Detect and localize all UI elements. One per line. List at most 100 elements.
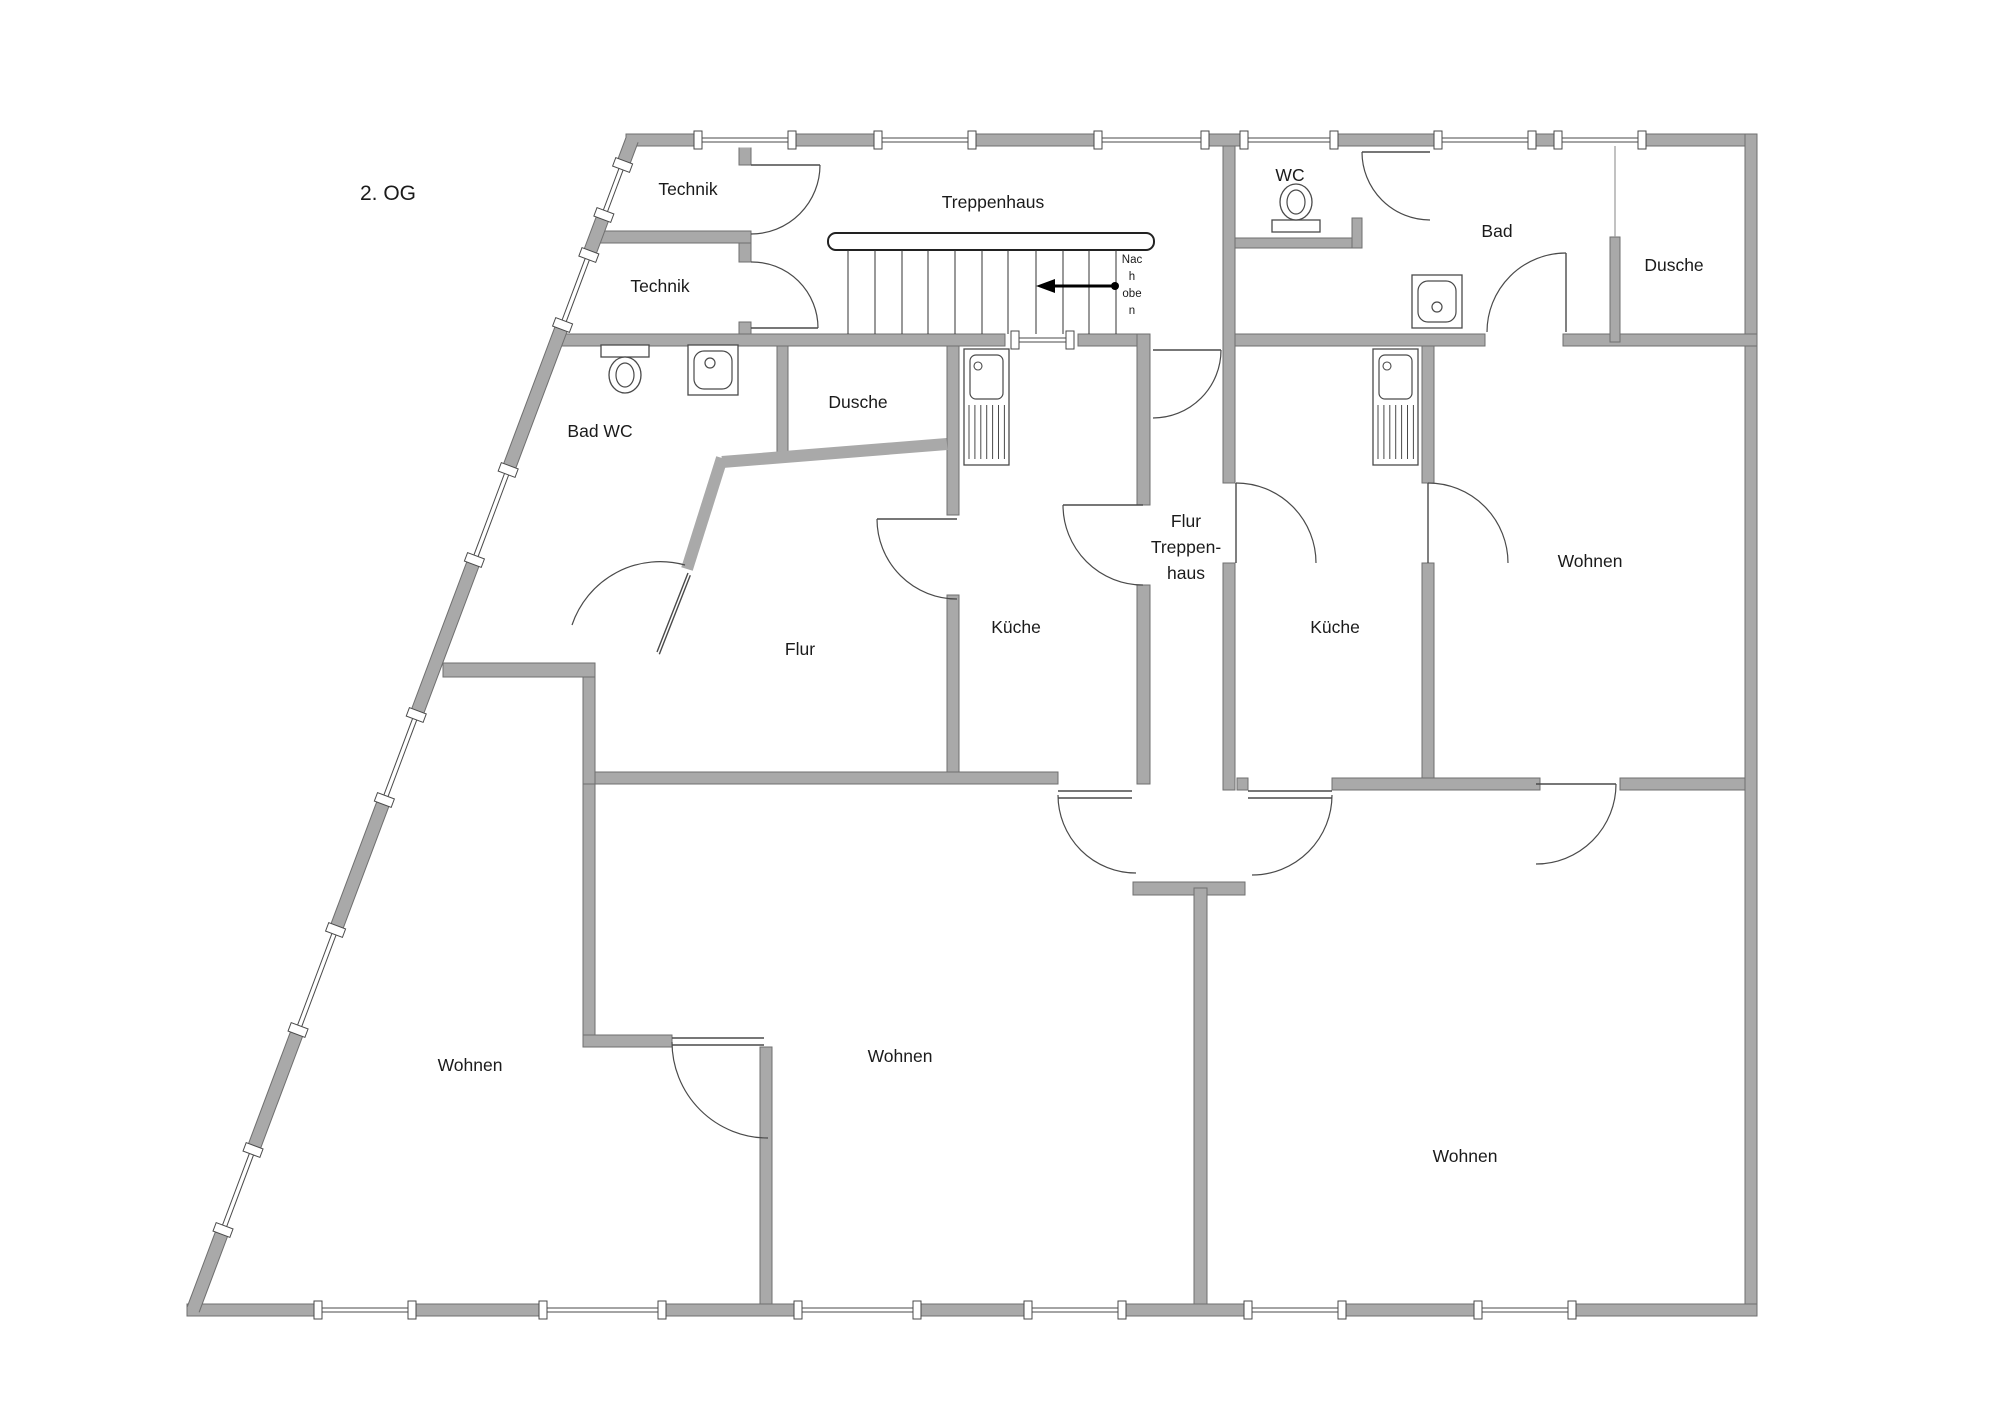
- stairs-direction-note: Nac h obe n: [1122, 254, 1143, 317]
- wall-segment: [592, 230, 752, 244]
- window-gap: [879, 132, 971, 148]
- room-label-wohnen-bottom-right: Wohnen: [1433, 1146, 1498, 1166]
- room-label-wohnen-bottom-middle: Wohnen: [868, 1046, 933, 1066]
- window-cap: [1553, 130, 1563, 150]
- window-cap: [1337, 1300, 1347, 1320]
- window-cap: [1065, 330, 1075, 350]
- window-glass-line: [295, 929, 334, 1030]
- door-swing-arc: [750, 164, 821, 235]
- window-cap: [405, 706, 427, 724]
- door-swing-arc: [1235, 482, 1317, 564]
- wall-segment: [1136, 333, 1151, 506]
- wall-segment: [681, 456, 728, 571]
- window-gap: [1029, 1302, 1121, 1318]
- window-cap: [1200, 130, 1210, 150]
- wall-segment: [1132, 881, 1246, 896]
- door-swing-arc: [571, 561, 686, 626]
- door-swing-arc: [1427, 482, 1509, 564]
- wall-segment: [659, 1303, 801, 1317]
- labels-layer: 2. OG Technik Technik Treppenhaus WC Bad…: [360, 165, 1704, 1166]
- wall-segment: [1222, 333, 1486, 347]
- window-gap: [319, 1302, 411, 1318]
- window-glass-line: [564, 255, 592, 326]
- window-gap: [596, 162, 631, 218]
- wall-segment: [1234, 237, 1361, 249]
- window-glass-line: [471, 469, 507, 560]
- wall-segment: [946, 345, 960, 516]
- room-label-treppenhaus: Treppenhaus: [942, 192, 1045, 212]
- window-cap: [1433, 130, 1443, 150]
- wall-segment: [1331, 133, 1441, 147]
- wall-segment: [1331, 777, 1541, 791]
- room-label-flur-treppenhaus-line2: Treppen-: [1151, 537, 1222, 557]
- room-label-kueche-right: Küche: [1310, 617, 1360, 637]
- kitchen-sink-icon-right: [1372, 348, 1419, 466]
- floor-label: 2. OG: [360, 182, 416, 205]
- wall-segment: [582, 1034, 673, 1048]
- window-cap: [1567, 1300, 1577, 1320]
- wall-segment: [721, 438, 948, 468]
- window-cap: [212, 1221, 234, 1239]
- door-swing-arc: [1062, 504, 1144, 586]
- door-leaf: [656, 572, 689, 653]
- wall-segment: [738, 145, 752, 166]
- door-swing-arc: [1057, 794, 1137, 874]
- wall-segment: [1744, 133, 1758, 1317]
- window-gap: [215, 1147, 261, 1233]
- room-label-technik-2: Technik: [630, 276, 690, 296]
- window-cap: [657, 1300, 667, 1320]
- wall-segment: [1562, 333, 1758, 347]
- window-cap: [1329, 130, 1339, 150]
- wall-segment: [594, 771, 1059, 785]
- window-glass-line: [381, 714, 415, 800]
- window-gap: [699, 132, 791, 148]
- window-cap: [1637, 130, 1647, 150]
- window-gap: [1249, 1302, 1341, 1318]
- windows-layer: [212, 130, 1647, 1320]
- window-cap: [407, 1300, 417, 1320]
- door-swing-arc: [1535, 783, 1617, 865]
- window-cap: [787, 130, 797, 150]
- window-cap: [912, 1300, 922, 1320]
- wall-segment: [1119, 1303, 1251, 1317]
- room-label-bad-wc: Bad WC: [567, 421, 632, 441]
- stairs-note-line4: n: [1129, 305, 1135, 317]
- wall-segment: [759, 1046, 773, 1305]
- window-cap: [1010, 330, 1020, 350]
- toilet-icon-bad-wc: [600, 344, 650, 394]
- stairs: [827, 232, 1155, 334]
- window-cap: [497, 461, 519, 479]
- wall-segment: [555, 333, 1006, 347]
- sink-icon-bad: [1411, 274, 1463, 329]
- door-swing-arc: [750, 261, 819, 329]
- window-cap: [313, 1300, 323, 1320]
- room-label-wc: WC: [1275, 165, 1304, 185]
- door-swing-arc: [1152, 349, 1222, 419]
- window-cap: [793, 1300, 803, 1320]
- window-gap: [376, 712, 424, 803]
- window-glass-line: [299, 930, 339, 1031]
- wall-segment: [1619, 777, 1746, 791]
- wall-segment: [1639, 133, 1758, 147]
- window-cap: [242, 1141, 264, 1159]
- wall-segment: [1136, 584, 1151, 785]
- wall-segment: [1569, 1303, 1758, 1317]
- room-label-technik-1: Technik: [658, 179, 718, 199]
- wall-segment: [186, 1303, 321, 1317]
- window-cap: [1023, 1300, 1033, 1320]
- stair-handrail: [827, 232, 1155, 251]
- window-cap: [1117, 1300, 1127, 1320]
- wall-segment: [409, 1303, 546, 1317]
- window-cap: [1473, 1300, 1483, 1320]
- wall-segment: [1193, 887, 1208, 1305]
- window-cap: [463, 551, 486, 569]
- window-cap: [538, 1300, 548, 1320]
- room-label-flur-treppenhaus-line3: haus: [1167, 563, 1205, 583]
- door-swing-arc: [1361, 151, 1431, 221]
- room-label-flur: Flur: [785, 639, 815, 659]
- window-cap: [373, 791, 396, 809]
- window-glass-line: [385, 715, 419, 801]
- window-glass-line: [476, 470, 511, 561]
